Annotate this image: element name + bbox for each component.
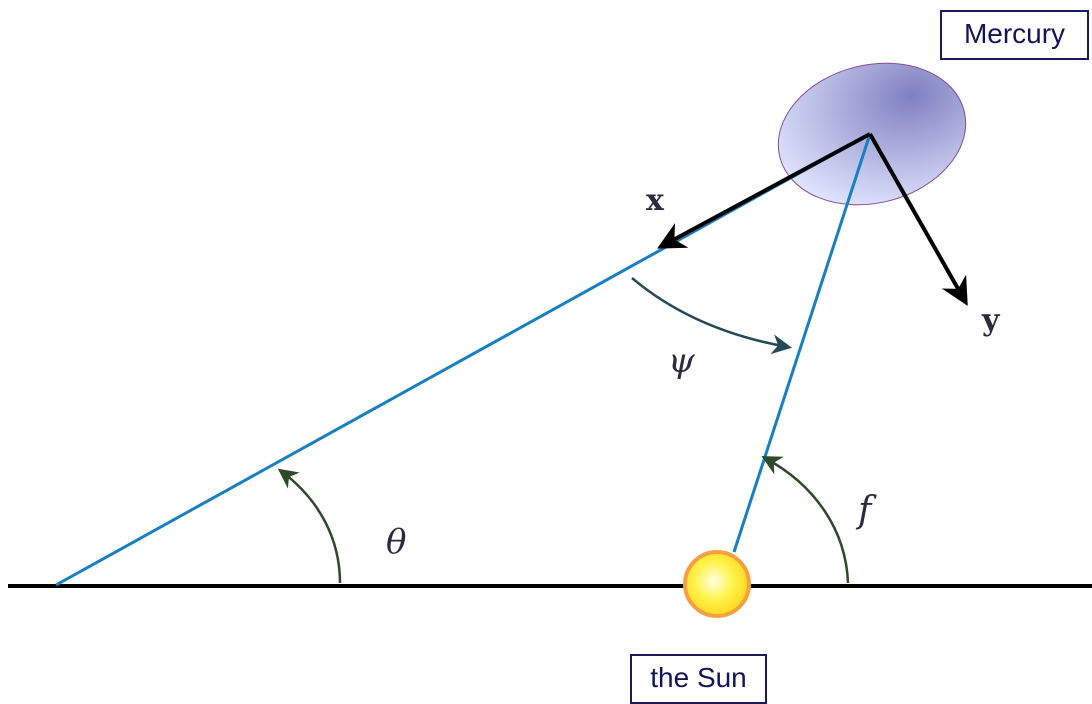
psi-angle-arc bbox=[631, 277, 792, 355]
x-axis-arrow bbox=[657, 132, 871, 249]
y-axis-label: y bbox=[981, 303, 1001, 338]
f-label: f bbox=[855, 490, 877, 531]
theta-angle-arc bbox=[277, 468, 342, 584]
sun-body bbox=[683, 550, 751, 618]
f-angle-arc bbox=[761, 456, 850, 584]
theta-label: θ bbox=[386, 522, 406, 562]
y-axis-arrow bbox=[868, 133, 968, 306]
sun-label: the Sun bbox=[630, 654, 767, 704]
x-axis-label: x bbox=[646, 183, 665, 218]
mercury-label: Mercury bbox=[940, 10, 1089, 60]
sun-to-mercury-line bbox=[732, 133, 872, 553]
psi-label: ψ bbox=[668, 341, 695, 381]
